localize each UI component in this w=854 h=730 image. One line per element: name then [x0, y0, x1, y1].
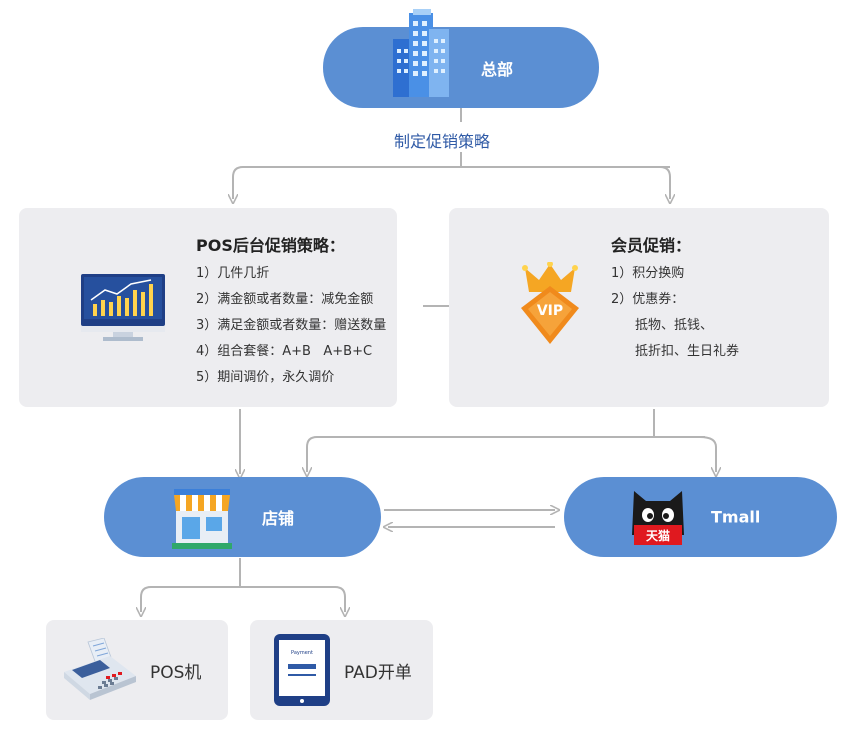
monitor-chart-icon [81, 274, 165, 341]
member-card: VIP 会员促销： 1）积分换购 2）优惠券： 抵物、抵钱、 抵折扣、生日礼券 [449, 208, 829, 407]
arrow-to-pad [240, 586, 345, 612]
list-item: 4）组合套餐：A+B A+B+C [196, 344, 373, 359]
pos-backend-list: 1）几件几折 2）满金额或者数量：减免金额 3）满足金额或者数量：赠送数量 4）… [196, 261, 386, 391]
store-node: 店铺 [104, 477, 381, 557]
list-item: 抵物、抵钱、 [635, 318, 714, 333]
pos-backend-card: POS后台促销策略： 1）几件几折 2）满金额或者数量：减免金额 3）满足金额或… [19, 208, 397, 407]
pos-backend-title: POS后台促销策略： [196, 232, 345, 256]
member-title-rest: 促销： [643, 236, 692, 255]
pad-label: PAD开单 [344, 663, 412, 683]
list-item: 抵折扣、生日礼券 [635, 344, 740, 359]
list-item: 5）期间调价，永久调价 [196, 370, 335, 385]
list-item: 2）满金额或者数量：减免金额 [196, 292, 374, 307]
pos-machine-card: POS机 [46, 620, 228, 720]
tmall-cat-icon: 天猫 [632, 491, 684, 545]
member-title: 会员促销： [611, 232, 691, 256]
arrow-to-pos-card [233, 166, 244, 199]
arrow-to-pos-machine [141, 586, 240, 612]
pos-backend-title-rest: 促销策略： [264, 236, 345, 255]
building-icon [393, 9, 449, 97]
tmall-icon-text: 天猫 [646, 528, 670, 543]
pos-backend-title-bold: POS后台 [196, 236, 265, 255]
store-label: 店铺 [262, 509, 295, 528]
list-item: 1）积分换购 [611, 266, 685, 281]
strategy-caption: 制定促销策略 [394, 132, 491, 151]
vip-icon-text: VIP [537, 303, 563, 319]
arrow-to-member-card [659, 166, 670, 199]
list-item: 2）优惠券： [611, 292, 685, 307]
member-title-bold: 会员 [611, 236, 644, 255]
arrow-member-to-store [307, 436, 705, 472]
pos-machine-label: POS机 [150, 663, 202, 683]
vip-crown-icon: VIP [521, 262, 579, 344]
hq-label: 总部 [481, 59, 514, 79]
tablet-payment-icon: Payment [274, 634, 330, 706]
hq-node: 总部 [323, 9, 599, 108]
pad-screen-text: Payment [291, 650, 313, 656]
list-item: 1）几件几折 [196, 266, 270, 281]
pad-card: Payment PAD开单 [250, 620, 433, 720]
shop-icon [172, 489, 232, 549]
hq-branch-line [243, 152, 670, 168]
member-list: 1）积分换购 2）优惠券： 抵物、抵钱、 抵折扣、生日礼券 [611, 261, 739, 365]
arrow-member-to-tmall [699, 436, 716, 472]
tmall-node: 天猫 Tmall [564, 477, 837, 557]
list-item: 3）满足金额或者数量：赠送数量 [196, 318, 387, 333]
pos-terminal-icon [64, 638, 136, 700]
tmall-label: Tmall [711, 507, 761, 527]
